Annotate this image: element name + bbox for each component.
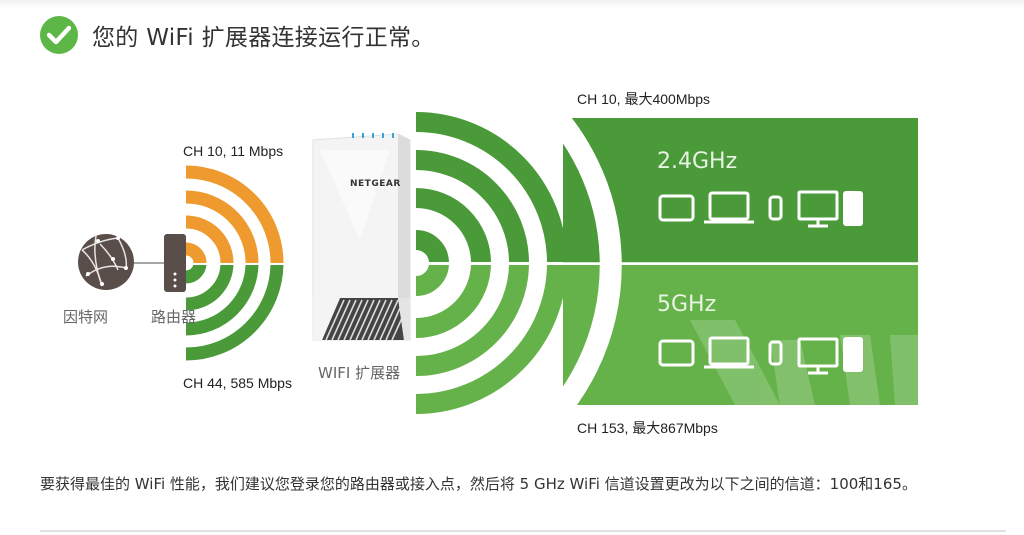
router-5ghz-info: CH 44, 585 Mbps [183,375,292,391]
router-label: 路由器 [151,308,197,326]
devices-5ghz [658,336,839,375]
band-5ghz-label: 5GHz [657,292,717,317]
svg-text:NETGEAR: NETGEAR [350,179,401,189]
internet-globe-icon [78,234,134,290]
band-24ghz-label: 2.4GHz [657,149,738,174]
client-5ghz-info: CH 153, 最大867Mbps [577,420,718,436]
devices-24ghz [658,190,839,228]
client-24ghz-info: CH 10, 最大400Mbps [577,91,711,107]
internet-label: 因特网 [63,308,109,326]
extender-label: WIFI 扩展器 [318,364,401,382]
router-24ghz-info: CH 10, 11 Mbps [183,143,284,159]
extender-device: NETGEAR [312,133,411,341]
top-shadow [0,0,1024,8]
divider [40,530,1006,532]
client-panel [563,118,918,405]
check-circle-icon [40,16,78,54]
network-diagram: NETGEAR [0,70,1024,450]
status-banner: 您的 WiFi 扩展器连接运行正常。 [40,15,435,55]
status-message: 您的 WiFi 扩展器连接运行正常。 [92,25,435,51]
router-icon [164,234,186,292]
channel-recommendation: 要获得最佳的 WiFi 性能，我们建议您登录您的路由器或接入点，然后将 5 GH… [40,475,917,493]
